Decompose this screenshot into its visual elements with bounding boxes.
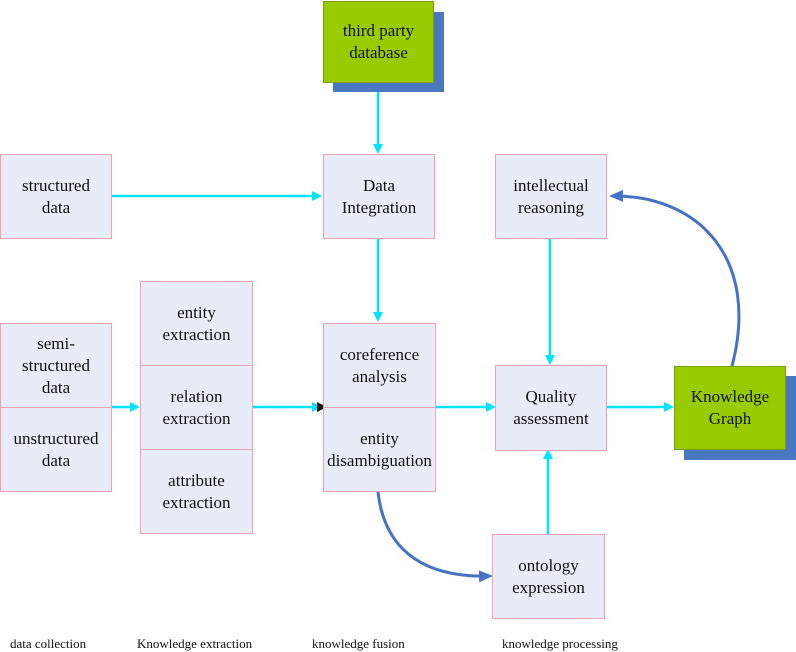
stage-label-data-collection: data collection [10,636,87,651]
entity-disambiguation-box[interactable]: entity disambiguation [323,407,436,492]
curve-graph-to-reasoning [609,189,741,367]
data-integration-box[interactable]: Data Integration [323,154,435,239]
stage-label-knowledge-processing: knowledge processing [502,636,618,651]
third-party-database-box[interactable]: third party database [323,1,434,83]
knowledge-graph-box[interactable]: Knowledge Graph [674,366,786,450]
intellectual-reasoning-box[interactable]: intellectual reasoning [495,154,607,239]
relation-extraction-box[interactable]: relation extraction [140,365,253,450]
semi-structured-data-box[interactable]: semi-structured data [0,323,112,408]
quality-assessment-box[interactable]: Quality assessment [495,365,607,451]
ontology-expression-box[interactable]: ontology expression [492,534,605,619]
attribute-extraction-box[interactable]: attribute extraction [140,449,253,534]
entity-extraction-box[interactable]: entity extraction [140,281,253,366]
marker-dark-arrowhead [317,402,327,412]
stage-label-knowledge-extraction: Knowledge extraction [137,636,253,651]
stage-label-knowledge-fusion: knowledge fusion [312,636,405,651]
curve-disambiguation-to-ontology [376,491,493,583]
unstructured-data-box[interactable]: unstructured data [0,407,112,492]
coreference-analysis-box[interactable]: coreference analysis [323,323,436,408]
structured-data-box[interactable]: structured data [0,154,112,239]
